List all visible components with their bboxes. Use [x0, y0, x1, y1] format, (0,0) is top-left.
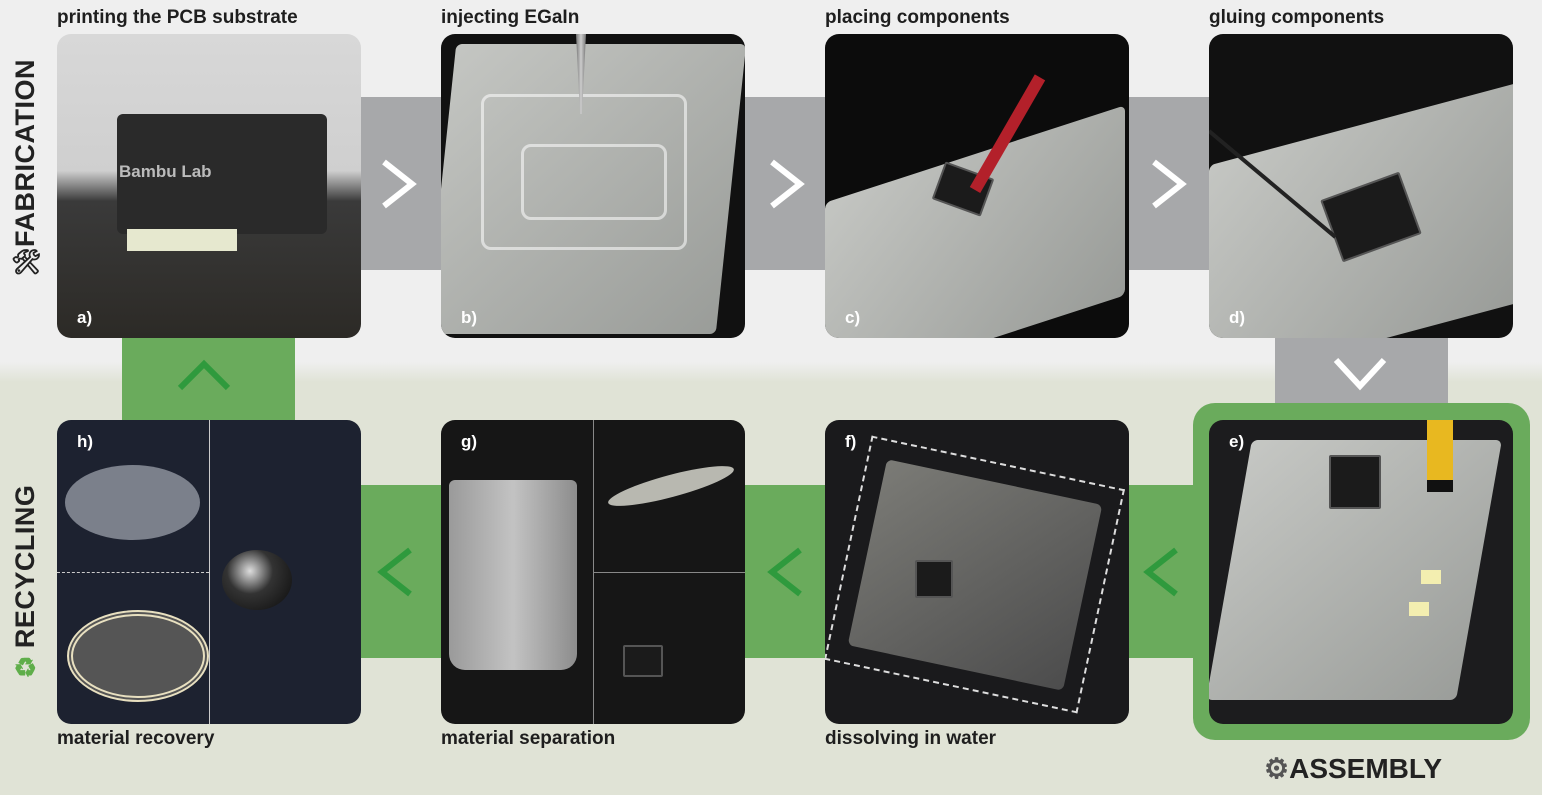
trace	[521, 144, 667, 220]
photo-injecting: b)	[441, 34, 745, 338]
led	[1421, 570, 1441, 584]
wires	[1427, 420, 1453, 492]
connector-c-d	[1129, 97, 1209, 270]
metal-residue	[605, 458, 737, 514]
gear-icon: ⚙	[1264, 753, 1290, 784]
printer-brand-text: Bambu Lab	[119, 162, 212, 181]
connector-h-a	[122, 338, 295, 420]
arrow-left-icon	[1143, 547, 1178, 597]
step-g-title: material separation	[441, 728, 616, 749]
step-a-title: printing the PCB substrate	[57, 7, 298, 28]
step-f-title: dissolving in water	[825, 728, 997, 749]
connector-b-c	[745, 97, 825, 270]
step-h-title: material recovery	[57, 728, 215, 749]
arrow-right-icon	[770, 159, 805, 209]
fabrication-section-label: 🛠FABRICATION	[10, 59, 42, 277]
arrow-down-icon	[1333, 357, 1387, 391]
dashed-outline	[825, 435, 1125, 714]
pva-discs	[65, 465, 200, 540]
step-g-label: g)	[461, 432, 478, 451]
divider	[593, 572, 745, 573]
photo-placing: c)	[825, 34, 1129, 338]
photo-recovery: h)	[57, 420, 361, 724]
step-f-label: f)	[845, 432, 857, 451]
divider	[57, 572, 209, 573]
trace	[481, 94, 687, 250]
arrow-left-icon	[767, 547, 802, 597]
connector-g-h	[361, 485, 441, 658]
printed-substrate	[127, 229, 237, 251]
filament-coil	[67, 610, 209, 702]
step-b-title: injecting EGaIn	[441, 7, 580, 28]
egain-droplet	[222, 550, 292, 610]
connector-a-b	[361, 97, 441, 270]
photo-dissolving: f)	[825, 420, 1129, 724]
chip	[623, 645, 663, 677]
step-b-label: b)	[461, 308, 478, 327]
photo-printing: Bambu Lab a)	[57, 34, 361, 338]
step-e-label: e)	[1229, 432, 1245, 451]
photo-gluing: d)	[1209, 34, 1513, 338]
recycle-icon: ♻	[13, 652, 38, 683]
photo-separation: g)	[441, 420, 745, 724]
step-c-label: c)	[845, 308, 861, 327]
led	[1409, 602, 1429, 616]
connector-f-g	[745, 485, 825, 658]
step-a-label: a)	[77, 308, 93, 327]
step-d-label: d)	[1229, 308, 1246, 327]
photo-assembled-pcb: e)	[1209, 420, 1513, 724]
syringe-needle	[576, 34, 586, 114]
recycling-section-label: ♻ RECYCLING	[10, 484, 40, 683]
beaker	[449, 480, 577, 670]
step-h-label: h)	[77, 432, 94, 451]
chip	[1329, 455, 1381, 509]
arrow-left-icon	[377, 547, 412, 597]
connector-d-e	[1275, 338, 1448, 404]
arrow-right-icon	[382, 159, 417, 209]
step-d-title: gluing components	[1209, 7, 1385, 28]
arrow-right-icon	[1152, 159, 1187, 209]
step-c-title: placing components	[825, 7, 1010, 28]
background-fade	[0, 362, 1542, 382]
assembly-section-label: ⚙ASSEMBLY	[1264, 753, 1443, 784]
tools-icon: 🛠	[11, 249, 42, 277]
pcb-substrate	[825, 105, 1125, 338]
printer-head	[117, 114, 327, 234]
divider	[209, 420, 210, 724]
chip	[915, 560, 953, 598]
arrow-up-icon	[177, 359, 231, 391]
connector-e-f	[1129, 485, 1199, 658]
